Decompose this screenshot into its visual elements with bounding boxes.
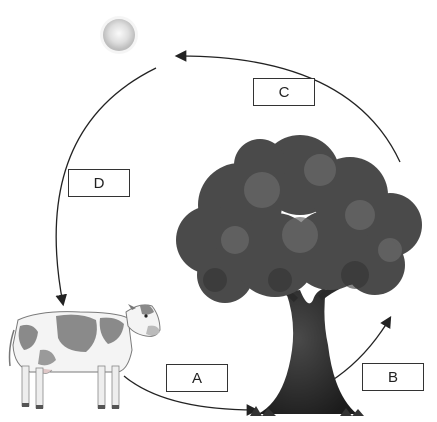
label-a-text: A <box>192 370 202 387</box>
sun-icon <box>100 16 138 54</box>
label-d: D <box>68 169 130 197</box>
label-a: A <box>166 364 228 392</box>
label-d-text: D <box>94 175 105 192</box>
cow-icon <box>10 304 161 409</box>
label-b: B <box>362 363 424 391</box>
label-c-text: C <box>279 84 290 101</box>
label-b-text: B <box>388 369 398 386</box>
label-c: C <box>253 78 315 106</box>
